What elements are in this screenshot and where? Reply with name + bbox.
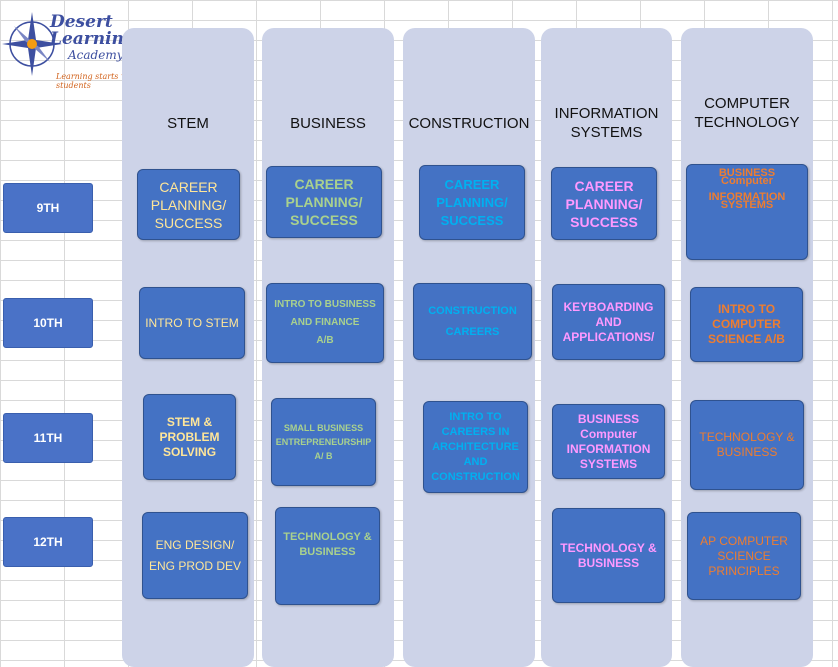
course-construction-9th: CAREER PLANNING/ SUCCESS — [419, 165, 525, 240]
course-stem-9th: CAREER PLANNING/ SUCCESS — [137, 169, 240, 240]
course-business-11th: SMALL BUSINESS ENTREPRENEURSHIP A/ B — [271, 398, 376, 486]
course-construction-11th: INTRO TO CAREERS IN ARCHITECTURE AND CON… — [423, 401, 528, 493]
column-header-stem: STEM — [167, 114, 209, 132]
course-computer-technology-11th: TECHNOLOGY & BUSINESS — [690, 400, 804, 490]
course-information-systems-12th: TECHNOLOGY & BUSINESS — [552, 508, 665, 603]
course-stem-10th: INTRO TO STEM — [139, 287, 245, 359]
logo-subtitle: Academy — [68, 48, 124, 62]
academy-logo: Desert Learning Academy Learning starts … — [2, 4, 172, 90]
column-header-business: BUSINESS — [290, 114, 366, 132]
course-computer-technology-9th: BUSINESS Computer INFORMATION SYSTEMS — [686, 164, 808, 260]
logo-title: Desert Learning — [50, 12, 136, 49]
course-computer-technology-10th: INTRO TO COMPUTER SCIENCE A/B — [690, 287, 803, 362]
course-information-systems-9th: CAREER PLANNING/ SUCCESS — [551, 167, 657, 240]
course-stem-12th: ENG DESIGN/ ENG PROD DEV — [142, 512, 248, 599]
grade-10th: 10TH — [3, 298, 93, 348]
course-stem-11th: STEM & PROBLEM SOLVING — [143, 394, 236, 480]
column-header-computer-technology: COMPUTER TECHNOLOGY — [694, 95, 800, 131]
course-business-9th: CAREER PLANNING/ SUCCESS — [266, 166, 382, 238]
course-information-systems-10th: KEYBOARDING AND APPLICATIONS/ — [552, 284, 665, 360]
course-computer-technology-12th: AP COMPUTER SCIENCE PRINCIPLES — [687, 512, 801, 600]
course-information-systems-11th: BUSINESS Computer INFORMATION SYSTEMS — [552, 404, 665, 479]
logo-tagline: Learning starts with students — [56, 72, 139, 90]
column-header-construction: CONSTRUCTION — [408, 114, 530, 132]
column-header-information-systems: INFORMATION SYSTEMS — [554, 105, 659, 141]
grade-9th: 9TH — [3, 183, 93, 233]
compass-star-icon — [2, 12, 62, 76]
course-business-10th: INTRO TO BUSINESS AND FINANCE A/B — [266, 283, 384, 363]
course-business-12th: TECHNOLOGY & BUSINESS — [275, 507, 380, 605]
course-construction-10th: CONSTRUCTION CAREERS — [413, 283, 532, 360]
grade-11th: 11TH — [3, 413, 93, 463]
grade-12th: 12TH — [3, 517, 93, 567]
